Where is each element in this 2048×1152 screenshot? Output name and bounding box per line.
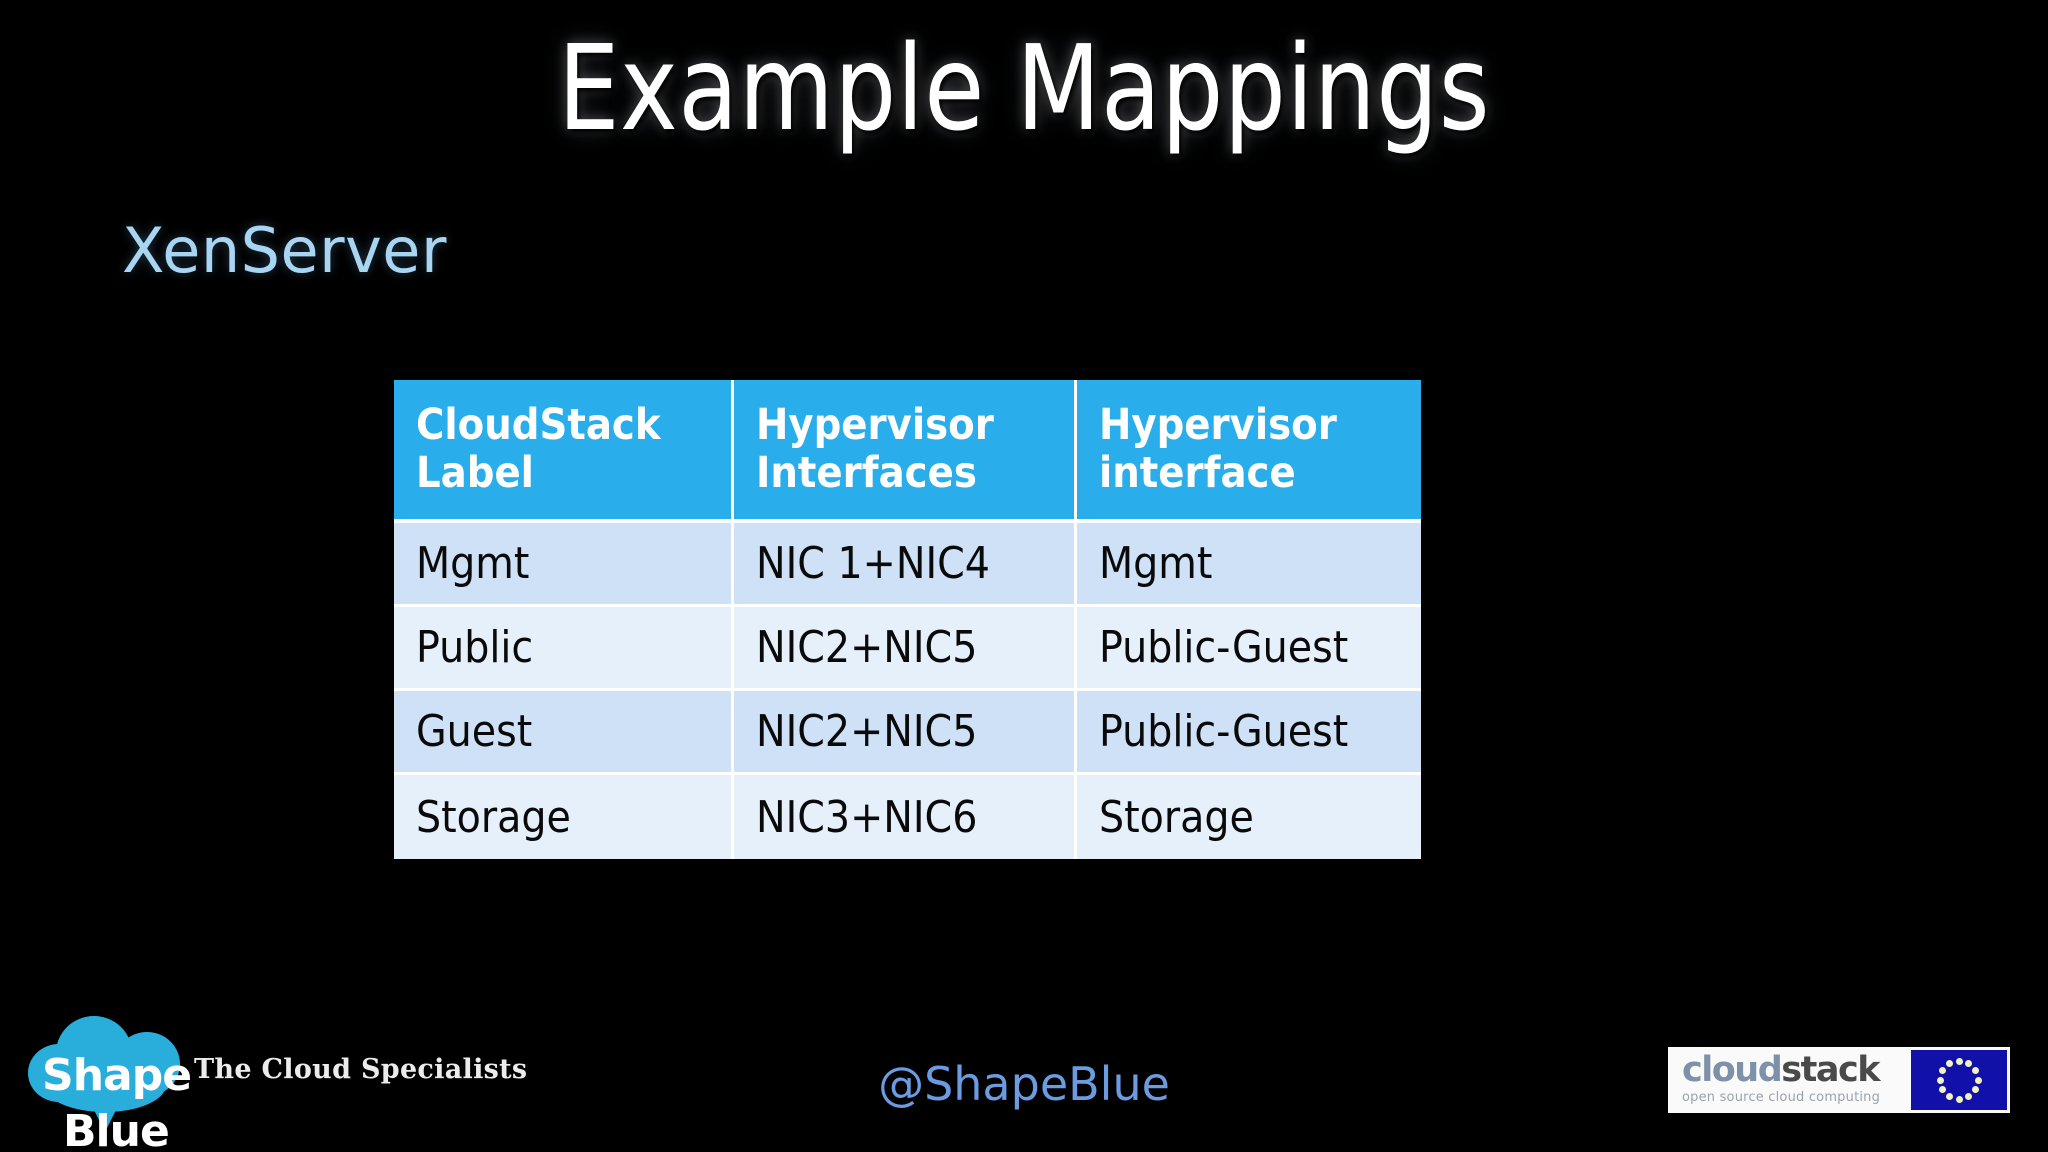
table-row: Storage NIC3+NIC6 Storage [394, 775, 1421, 860]
column-header-hypervisor-interfaces: Hypervisor Interfaces [734, 380, 1077, 524]
cell-hypervisor-interfaces: NIC2+NIC5 [734, 607, 1077, 692]
shapeblue-logo: Shape Blue The Cloud Specialists [18, 1012, 527, 1152]
cloud-icon [28, 1016, 180, 1132]
column-header-hypervisor-interface: Hypervisor interface [1077, 380, 1421, 524]
cloudstack-word-stack: stack [1781, 1050, 1880, 1090]
cell-cloudstack-label: Mgmt [394, 523, 734, 608]
cell-hypervisor-interface: Mgmt [1077, 523, 1421, 608]
cloudstack-tagline: open source cloud computing [1682, 1090, 1881, 1105]
cell-hypervisor-interface: Public-Guest [1077, 607, 1421, 692]
cloudstack-logo: cloudstack open source cloud computing [1668, 1047, 2010, 1113]
mapping-table: CloudStack Label Hypervisor Interfaces H… [394, 380, 1421, 860]
cell-cloudstack-label: Storage [394, 775, 734, 860]
table-row: Public NIC2+NIC5 Public-Guest [394, 607, 1421, 692]
cloudstack-word-cloud: cloud [1682, 1050, 1783, 1090]
twitter-handle: @ShapeBlue [878, 1057, 1170, 1111]
page-title: Example Mappings [557, 19, 1491, 157]
cloudstack-wordmark: cloudstack open source cloud computing [1668, 1047, 1911, 1113]
cell-hypervisor-interface: Storage [1077, 775, 1421, 860]
cell-hypervisor-interface: Public-Guest [1077, 691, 1421, 776]
column-header-cloudstack-label: CloudStack Label [394, 380, 734, 524]
cell-hypervisor-interfaces: NIC2+NIC5 [734, 691, 1077, 776]
table-row: Mgmt NIC 1+NIC4 Mgmt [394, 523, 1421, 608]
shapeblue-logo-blue-text: Blue [63, 1106, 170, 1152]
table-header-row: CloudStack Label Hypervisor Interfaces H… [394, 380, 1421, 524]
cell-hypervisor-interfaces: NIC 1+NIC4 [734, 523, 1077, 608]
shapeblue-tagline: The Cloud Specialists [194, 1054, 528, 1085]
cell-cloudstack-label: Guest [394, 691, 734, 776]
cell-hypervisor-interfaces: NIC3+NIC6 [734, 775, 1077, 860]
eu-flag-icon [1911, 1050, 2007, 1110]
shapeblue-logo-shape-text: Shape [42, 1050, 192, 1101]
cell-cloudstack-label: Public [394, 607, 734, 692]
table-row: Guest NIC2+NIC5 Public-Guest [394, 691, 1421, 776]
slide-subtitle: XenServer [122, 214, 447, 287]
